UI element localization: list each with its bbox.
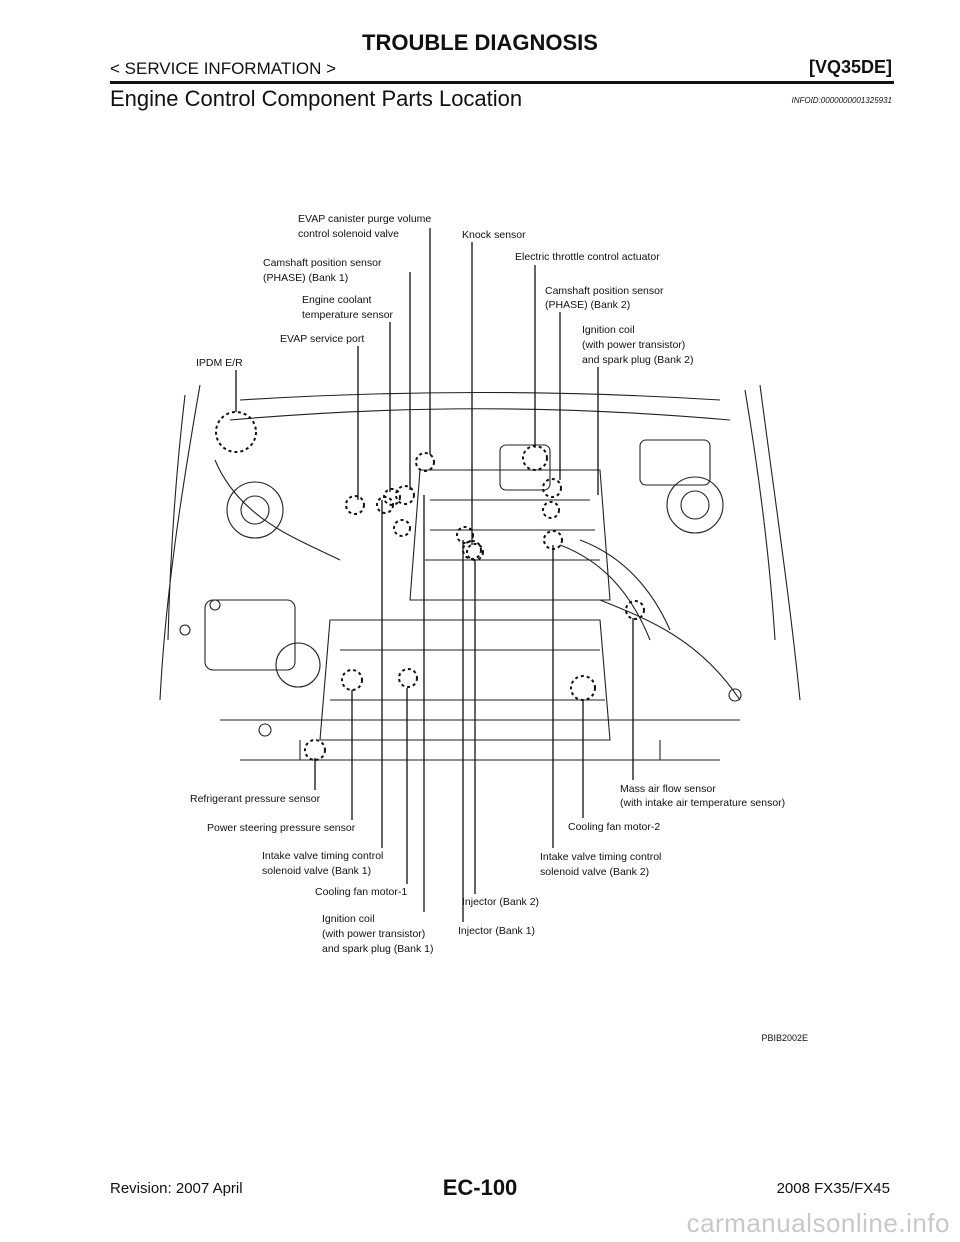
section-label: < SERVICE INFORMATION >: [110, 59, 337, 78]
info-id: INFOID:0000000001325931: [791, 96, 892, 105]
label-knock-sensor: Knock sensor: [462, 229, 526, 241]
label-ipdm-er: IPDM E/R: [196, 357, 243, 369]
label-camshaft-sensor-bank2: Camshaft position sensor(PHASE) (Bank 2): [545, 285, 664, 311]
label-refrigerant-sensor: Refrigerant pressure sensor: [190, 793, 321, 805]
page-header-title: TROUBLE DIAGNOSIS: [362, 30, 598, 55]
label-evap-service-port: EVAP service port: [280, 333, 364, 345]
watermark: carmanualsonline.info: [686, 1208, 950, 1238]
figure-code: PBIB2002E: [761, 1033, 808, 1043]
label-injector-bank2: Injector (Bank 2): [462, 896, 539, 908]
label-cooling-fan-motor-1: Cooling fan motor-1: [315, 886, 407, 898]
footer-page-number: EC-100: [442, 1175, 518, 1200]
label-power-steering-sensor: Power steering pressure sensor: [207, 822, 356, 834]
label-ignition-coil-bank2: Ignition coil(with power transistor)and …: [582, 324, 693, 366]
engine-bay-sketch: [159, 384, 801, 761]
header-divider: [110, 81, 894, 84]
label-cooling-fan-motor-2: Cooling fan motor-2: [568, 821, 660, 833]
engine-model: [VQ35DE]: [808, 57, 892, 77]
callout-leaders: [235, 228, 634, 922]
label-mass-air-flow-sensor: Mass air flow sensor(with intake air tem…: [620, 783, 785, 809]
footer-model: 2008 FX35/FX45: [776, 1180, 890, 1197]
label-ignition-coil-bank1: Ignition coil(with power transistor)and …: [322, 913, 433, 955]
page-title: Engine Control Component Parts Location: [110, 86, 523, 111]
footer-revision: Revision: 2007 April: [110, 1180, 243, 1197]
component-location-markers: [215, 411, 645, 761]
label-camshaft-sensor-bank1: Camshaft position sensor(PHASE) (Bank 1): [263, 257, 382, 284]
label-throttle-actuator: Electric throttle control actuator: [515, 251, 660, 263]
label-injector-bank1: Injector (Bank 1): [458, 925, 535, 937]
